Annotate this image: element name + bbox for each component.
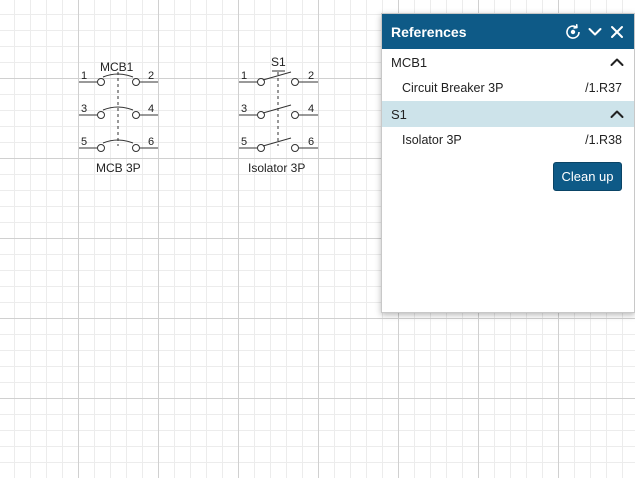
refresh-eye-icon[interactable]	[564, 23, 582, 41]
isolator-pin-5: 5	[241, 136, 247, 148]
chevron-up-icon[interactable]	[610, 55, 624, 70]
reference-label: Isolator 3P	[402, 133, 462, 147]
reference-label: Circuit Breaker 3P	[402, 81, 504, 95]
isolator-pin-6: 6	[308, 136, 314, 148]
group-row-s1[interactable]: S1	[382, 101, 634, 127]
mcb-pin-2: 2	[148, 70, 154, 82]
chevron-up-icon[interactable]	[610, 107, 624, 122]
mcb-pin-6: 6	[148, 136, 154, 148]
mcb-pin-1: 1	[81, 70, 87, 82]
close-icon[interactable]	[608, 23, 626, 41]
mcb-pin-5: 5	[81, 136, 87, 148]
reference-location: /1.R37	[585, 81, 622, 95]
panel-title: References	[391, 23, 467, 40]
reference-item-circuit-breaker[interactable]: Circuit Breaker 3P /1.R37	[382, 75, 634, 101]
mcb-pin-3: 3	[81, 103, 87, 115]
isolator-pin-4: 4	[308, 103, 314, 115]
reference-item-isolator[interactable]: Isolator 3P /1.R38	[382, 127, 634, 153]
reference-location: /1.R38	[585, 133, 622, 147]
isolator-type-label: Isolator 3P	[248, 161, 305, 175]
group-row-mcb1[interactable]: MCB1	[382, 49, 634, 75]
references-panel: References MCB1	[381, 13, 635, 313]
mcb-pin-4: 4	[148, 103, 154, 115]
isolator-symbol[interactable]	[239, 70, 318, 152]
isolator-pin-2: 2	[308, 70, 314, 82]
group-name: MCB1	[391, 54, 428, 70]
mcb-tag: MCB1	[100, 60, 134, 74]
mcb-symbol[interactable]	[79, 72, 158, 152]
clean-up-button[interactable]: Clean up	[553, 162, 622, 191]
isolator-pin-1: 1	[241, 70, 247, 82]
panel-header: References	[382, 14, 634, 49]
chevron-down-icon[interactable]	[586, 23, 604, 41]
isolator-pin-3: 3	[241, 103, 247, 115]
group-name: S1	[391, 106, 407, 122]
mcb-type-label: MCB 3P	[96, 161, 141, 175]
isolator-tag: S1	[271, 55, 286, 69]
